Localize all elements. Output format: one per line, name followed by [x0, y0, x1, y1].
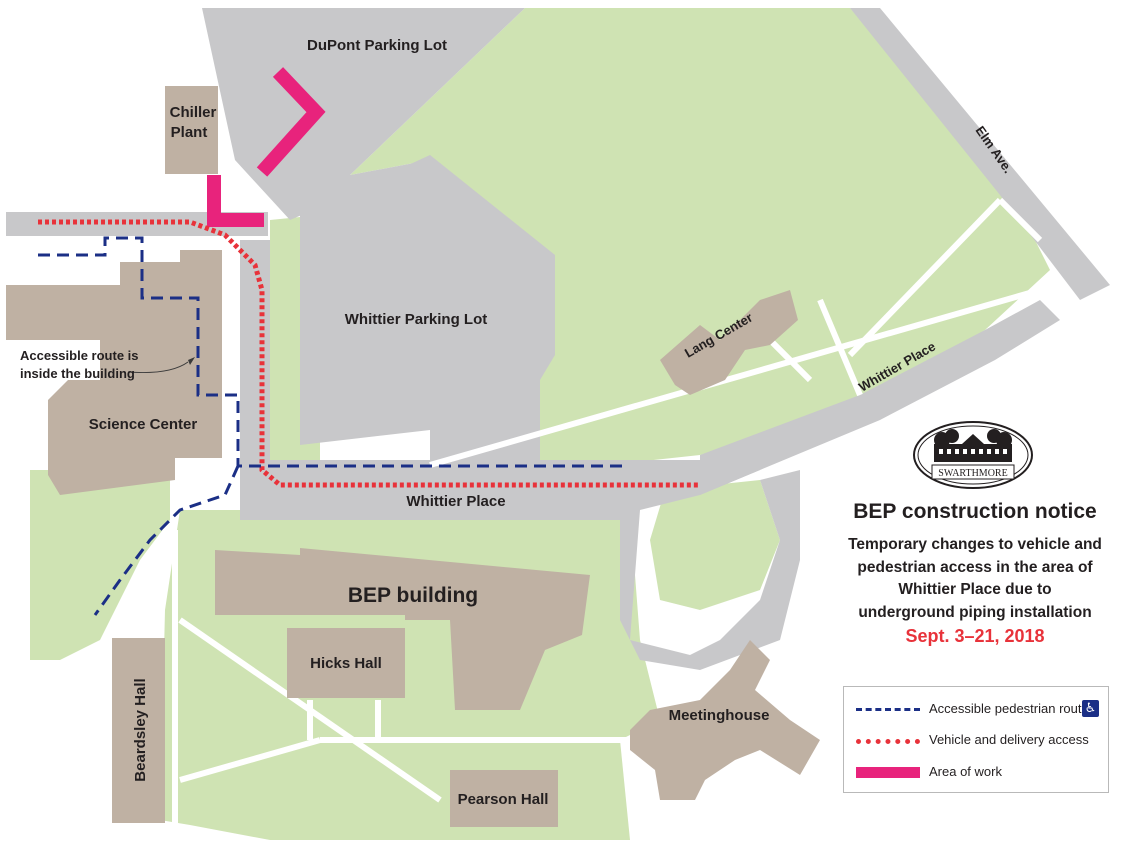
- label-dupont-lot: DuPont Parking Lot: [307, 37, 447, 54]
- label-bep-building: BEP building: [348, 584, 478, 607]
- buildings: [6, 86, 820, 827]
- lawn-se-oval: [650, 480, 780, 610]
- label-hicks-hall: Hicks Hall: [310, 655, 382, 672]
- science-center: [6, 250, 222, 495]
- lawn-paths: [172, 197, 1043, 840]
- notice-dates: Sept. 3–21, 2018: [905, 626, 1045, 646]
- note-arrowhead: [188, 357, 195, 365]
- vehicle-access-route: [38, 219, 700, 488]
- notice-body: Temporary changes to vehicle and pedestr…: [830, 534, 1120, 624]
- hicks-hall: [287, 628, 405, 698]
- map-legend: Accessible pedestrian route ♿ Vehicle an…: [843, 686, 1109, 793]
- legend-pedestrian: Accessible pedestrian route ♿: [844, 699, 1108, 719]
- note-arrow: [127, 361, 189, 373]
- whittier-place-road-diag: [700, 300, 1060, 495]
- legend-work: Area of work: [844, 762, 1108, 782]
- label-beardsley-hall: Beardsley Hall: [132, 678, 149, 781]
- notice-line-1: Temporary changes to vehicle and: [848, 536, 1102, 553]
- legend-vehicle: Vehicle and delivery access: [844, 730, 1108, 750]
- notice-title: BEP construction notice: [853, 500, 1097, 523]
- whittier-parking-lot: [300, 155, 555, 465]
- area-of-work: [207, 67, 326, 227]
- label-pearson-hall: Pearson Hall: [458, 791, 549, 808]
- wheelchair-icon: ♿: [1082, 700, 1099, 717]
- swarthmore-seal-icon: SWARTHMORE: [913, 421, 1033, 489]
- pedestrian-route-south: [93, 465, 240, 616]
- chiller-plant: [165, 86, 218, 174]
- whittier-place-road: [240, 240, 800, 670]
- label-meetinghouse: Meetinghouse: [669, 707, 770, 724]
- label-whittier-place: Whittier Place: [406, 493, 505, 510]
- beardsley-hall: [112, 638, 165, 823]
- label-accessible-note-1: Accessible route is: [20, 348, 139, 363]
- lawn-sw: [30, 470, 170, 660]
- legend-vehicle-swatch: [856, 739, 920, 744]
- dupont-parking-lot: [202, 8, 525, 220]
- legend-work-swatch: [856, 767, 920, 778]
- notice-line-2: pedestrian access in the area of: [857, 558, 1093, 576]
- legend-pedestrian-label: Accessible pedestrian route: [929, 701, 1089, 716]
- notice-line-3: Whittier Place due to: [898, 581, 1052, 598]
- pedestrian-route: [38, 236, 625, 468]
- label-chiller-1: Chiller: [170, 104, 217, 121]
- notice-line-4: underground piping installation: [858, 603, 1092, 621]
- label-chiller-2: Plant: [171, 124, 208, 141]
- pearson-hall: [450, 770, 558, 827]
- legend-pedestrian-swatch: [856, 708, 920, 711]
- meetinghouse: [630, 640, 820, 800]
- construction-notice: BEP construction notice Temporary change…: [830, 500, 1120, 648]
- elm-ave-road: [850, 8, 1110, 300]
- label-science-center: Science Center: [89, 416, 198, 433]
- legend-vehicle-label: Vehicle and delivery access: [929, 732, 1089, 747]
- label-whittier-lot: Whittier Parking Lot: [345, 311, 488, 328]
- label-accessible-note-2: inside the building: [20, 366, 135, 381]
- logo-wordmark: SWARTHMORE: [938, 468, 1007, 479]
- bep-building: [215, 548, 590, 710]
- lang-center: [660, 290, 798, 395]
- legend-work-label: Area of work: [929, 764, 1002, 779]
